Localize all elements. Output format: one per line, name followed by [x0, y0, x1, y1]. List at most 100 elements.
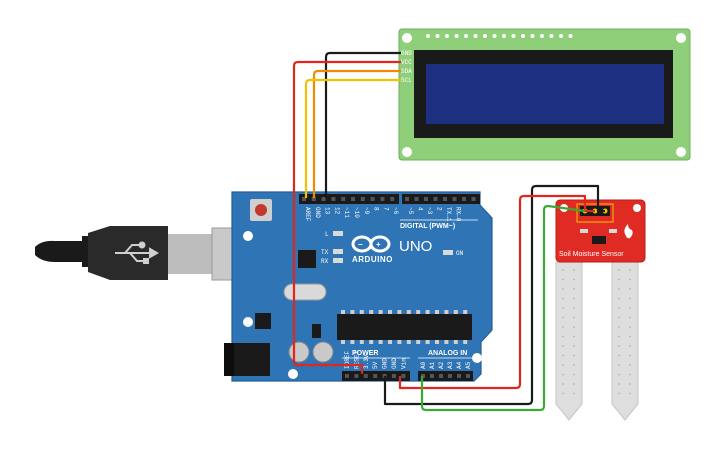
chip-pins — [341, 310, 468, 314]
prong-dot — [629, 326, 631, 328]
prong-dot — [618, 373, 620, 376]
led-rx-label: RX — [321, 258, 329, 265]
capacitor — [312, 341, 334, 363]
lcd-header-hole — [530, 34, 535, 38]
sensor-prong-left — [555, 261, 583, 421]
header-hole — [354, 374, 359, 378]
lcd-header-hole — [426, 34, 430, 38]
chip-pin — [350, 340, 355, 344]
board-mount-hole — [288, 369, 298, 379]
header-hole — [452, 197, 457, 201]
header-hole — [466, 374, 470, 378]
power-pin-label: GND — [382, 358, 389, 369]
header-hole — [351, 197, 355, 201]
board-mount-hole — [243, 231, 253, 241]
lcd-header-hole — [559, 34, 563, 38]
header-hole — [345, 374, 349, 378]
prong-dot — [562, 288, 564, 290]
digital-pin-label: ~9 — [363, 207, 370, 215]
header-hole — [390, 197, 395, 201]
prong-dot — [629, 354, 631, 357]
wires — [292, 51, 605, 412]
wire-lcd-scl — [304, 78, 401, 198]
digital-header-left — [299, 194, 399, 204]
chip-pin — [416, 310, 421, 314]
chip-pin — [463, 310, 468, 314]
led-tx-label: TX — [321, 249, 329, 256]
prong-dot — [562, 326, 564, 328]
crystal-oscillator — [283, 283, 327, 301]
chip-pin — [435, 310, 439, 314]
board-mount-hole — [243, 317, 253, 327]
header-hole — [448, 374, 452, 378]
lcd-pin-sda: SDA — [401, 68, 412, 75]
prong-dot — [618, 307, 620, 309]
lcd-pin-vcc: VCC — [401, 59, 412, 66]
chip-pin — [444, 340, 449, 344]
prong-dot — [562, 383, 564, 385]
atmega-chip — [337, 314, 472, 340]
header-hole — [401, 374, 406, 378]
prong-dot — [573, 326, 575, 328]
lcd-mount-hole — [402, 147, 412, 157]
prong-dot — [562, 354, 564, 357]
arduino-model: UNO — [399, 238, 432, 255]
prong-dot — [562, 297, 564, 300]
header-hole — [471, 197, 476, 201]
chip-pin — [350, 310, 355, 314]
header-hole — [380, 197, 385, 201]
prong-dot — [562, 278, 564, 281]
prong-dot — [629, 278, 631, 281]
digital-pin-label: 4 — [417, 207, 424, 211]
wire-lcd-sda — [312, 69, 401, 198]
prong-dot — [573, 345, 575, 347]
regulator-chip — [255, 313, 271, 329]
chip-pin — [359, 340, 364, 344]
sensor-resistor — [580, 229, 588, 233]
sparkfun-flame-icon — [624, 224, 633, 239]
digital-pin-label: 13 — [324, 207, 331, 215]
chip-pin — [397, 310, 402, 314]
chip-pin — [369, 310, 374, 314]
arduino-infinity-logo — [351, 235, 391, 253]
power-pin-label: 5V — [372, 361, 379, 369]
header-hole — [462, 197, 466, 201]
usb-icon — [115, 241, 160, 264]
prong-dot — [573, 354, 575, 357]
digital-header-right — [402, 194, 480, 204]
prong-dot — [629, 297, 631, 300]
led-rx — [333, 258, 343, 263]
capacitor — [288, 341, 310, 363]
analog-pin-label: A0 — [420, 361, 427, 369]
header-hole — [392, 374, 396, 378]
sensor-transistor — [592, 236, 606, 244]
lcd-pin-gnd: GND — [401, 50, 412, 57]
prong-dot — [573, 316, 575, 319]
prong-dot — [573, 278, 575, 281]
prong-dot — [573, 373, 575, 376]
power-pin-label: RESET — [353, 351, 360, 369]
lcd-header-hole — [445, 34, 449, 38]
digital-pin-label: TX→1 — [445, 207, 452, 222]
header-hole — [341, 197, 346, 201]
digital-label: DIGITAL (PWM~) — [400, 223, 455, 230]
prong-dot — [618, 316, 620, 319]
lcd-screen — [426, 64, 664, 124]
digital-pin-label: ~10 — [353, 207, 360, 218]
board-mount-hole — [472, 353, 482, 363]
arduino-brand: ARDUINO — [352, 255, 393, 264]
lcd-header-hole — [568, 34, 573, 38]
chip-pin — [453, 340, 458, 344]
analog-pin-label: A2 — [438, 361, 445, 369]
header-hole — [311, 197, 316, 201]
chip-pin — [341, 340, 345, 344]
chip-pin — [397, 340, 402, 344]
chip-pin — [444, 310, 449, 314]
chip-pin — [425, 310, 430, 314]
prong-dot — [618, 364, 620, 366]
prong-dot — [629, 345, 631, 347]
digital-pin-label: 8 — [373, 207, 380, 211]
